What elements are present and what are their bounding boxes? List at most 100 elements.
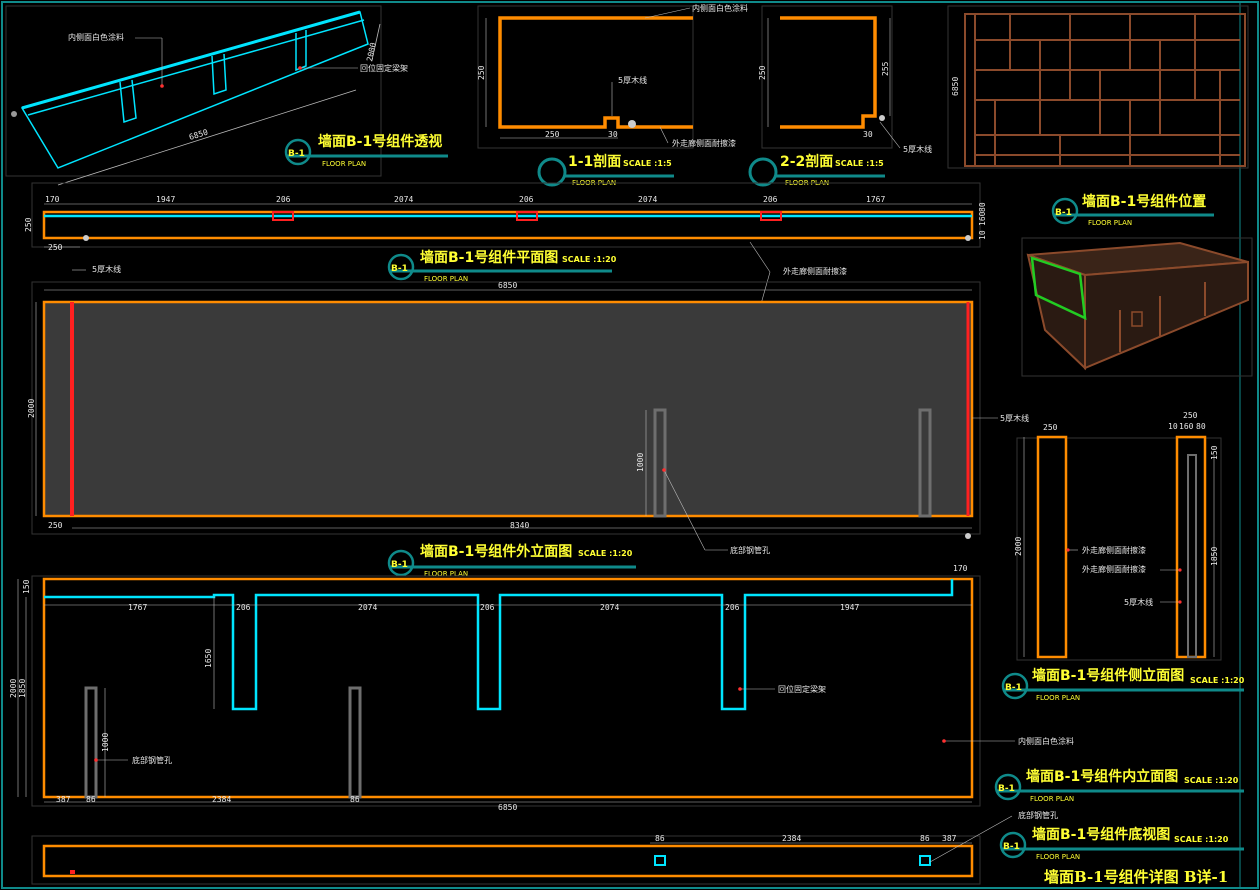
location-elevation xyxy=(947,5,1249,169)
dim-30-s1: 30 xyxy=(608,130,618,139)
title-side-elev xyxy=(1001,672,1244,700)
dim-206-inner-1: 206 xyxy=(236,603,251,612)
outer-elevation xyxy=(31,269,998,551)
floor-plan-perspective: FLOOR PLAN xyxy=(322,160,366,168)
note-wood-s2: 5厚木线 xyxy=(903,144,932,154)
dim-2074-top-2: 2074 xyxy=(638,195,657,204)
title-inner-elev-text: 墙面B-1号组件内立面图 xyxy=(1026,768,1178,785)
dim-250-outer: 250 xyxy=(48,521,63,530)
dim-1000-inner: 1000 xyxy=(101,733,110,752)
section-2-2 xyxy=(761,5,901,149)
dim-206-top-2: 206 xyxy=(519,195,534,204)
dim-86-inner-2: 86 xyxy=(350,795,360,804)
dim-2000-outer: 2000 xyxy=(27,399,36,418)
tag-side-elev: B-1 xyxy=(1005,683,1022,693)
dim-2074-top-1: 2074 xyxy=(394,195,413,204)
dim-80-side: 80 xyxy=(1196,422,1206,431)
tag-plan: B-1 xyxy=(391,264,408,274)
title-section-1-1 xyxy=(537,157,674,187)
note-fix-frame-1: 回位固定梁架 xyxy=(360,63,408,73)
title-outer-elev-text: 墙面B-1号组件外立面图 xyxy=(420,543,572,560)
dim-150-side: 150 xyxy=(1210,445,1219,460)
dim-2074-inner-1: 2074 xyxy=(358,603,377,612)
location-3d-box xyxy=(1021,237,1253,377)
dim-250-s2-v: 250 xyxy=(758,65,767,80)
note-inner-white-3: 内侧面白色涂料 xyxy=(1018,736,1074,746)
floor-plan-outer: FLOOR PLAN xyxy=(424,570,468,578)
dim-2384-bottom: 2384 xyxy=(782,834,801,843)
note-wood-s1: 5厚木线 xyxy=(618,75,647,85)
note-pipe-hole-3: 底部钢管孔 xyxy=(1018,810,1058,820)
note-fix-frame-2: 回位固定梁架 xyxy=(778,684,826,694)
note-inner-white-2: 内侧面白色涂料 xyxy=(692,3,748,13)
note-outer-paint-2: 外走廊侧面耐擦漆 xyxy=(1082,545,1146,555)
dim-80-top: 80 xyxy=(978,202,987,212)
dim-387-bottom: 387 xyxy=(942,834,957,843)
floor-plan-loc: FLOOR PLAN xyxy=(1088,219,1132,227)
title-section-1-1-text: 1-1剖面 xyxy=(568,153,621,170)
dim-2074-inner-2: 2074 xyxy=(600,603,619,612)
scale-outer-elev: SCALE :1:20 xyxy=(578,549,633,558)
dim-1000-outer: 1000 xyxy=(636,453,645,472)
title-plan xyxy=(387,253,612,281)
note-inner-white-1: 内侧面白色涂料 xyxy=(68,32,124,42)
side-elevation xyxy=(1016,435,1222,661)
dim-1947-inner: 1947 xyxy=(840,603,859,612)
note-outer-paint-1: 外走廊侧面耐擦漆 xyxy=(783,266,847,276)
dim-387-inner: 387 xyxy=(56,795,71,804)
scale-inner-elev: SCALE :1:20 xyxy=(1184,776,1239,785)
floor-plan-plan: FLOOR PLAN xyxy=(424,275,468,283)
tag-inner-elev: B-1 xyxy=(998,784,1015,794)
section-1-1 xyxy=(477,5,694,149)
dim-150-inner: 150 xyxy=(22,579,31,594)
dim-255-s2: 255 xyxy=(881,61,890,76)
title-bottom xyxy=(999,831,1244,859)
tag-perspective: B-1 xyxy=(288,149,305,159)
note-outer-paint-s1: 外走廊侧面耐擦漆 xyxy=(672,138,736,148)
dim-250-side-2: 250 xyxy=(1183,411,1198,420)
scale-section-2-2: SCALE :1:5 xyxy=(835,159,884,168)
dim-2000-side: 2000 xyxy=(1014,537,1023,556)
tag-bottom: B-1 xyxy=(1003,842,1020,852)
dim-86-bottom-1: 86 xyxy=(655,834,665,843)
title-section-2-2 xyxy=(748,157,885,187)
tag-outer-elev: B-1 xyxy=(391,560,408,570)
inner-elevation xyxy=(17,575,1015,807)
dim-206-inner-2: 206 xyxy=(480,603,495,612)
dim-30-s2: 30 xyxy=(863,130,873,139)
dim-10-top: 10 xyxy=(978,230,987,240)
dim-160-top: 160 xyxy=(978,211,987,226)
note-wood-side: 5厚木线 xyxy=(1124,597,1153,607)
plan-strip xyxy=(31,182,981,248)
dim-206-inner-3: 206 xyxy=(725,603,740,612)
title-location xyxy=(1051,197,1214,225)
dim-250-s1-h: 250 xyxy=(545,130,560,139)
bottom-view xyxy=(31,815,1013,885)
dim-6850-inner: 6850 xyxy=(498,803,517,812)
dim-1767-inner: 1767 xyxy=(128,603,147,612)
title-perspective-text: 墙面B-1号组件透视 xyxy=(318,133,442,150)
dim-206-top-3: 206 xyxy=(763,195,778,204)
dim-6850-outer: 6850 xyxy=(498,281,517,290)
dim-10-side: 10 xyxy=(1168,422,1178,431)
dim-250-top-v: 250 xyxy=(24,217,33,232)
title-bottom-text: 墙面B-1号组件底视图 xyxy=(1032,826,1170,843)
dim-170-inner: 170 xyxy=(953,564,968,573)
dim-250-s1-v: 250 xyxy=(477,65,486,80)
title-inner-elev xyxy=(994,773,1244,801)
floor-plan-side: FLOOR PLAN xyxy=(1036,694,1080,702)
title-perspective xyxy=(284,138,448,166)
dim-1767-top: 1767 xyxy=(866,195,885,204)
floor-plan-inner: FLOOR PLAN xyxy=(1030,795,1074,803)
dim-2384-inner: 2384 xyxy=(212,795,231,804)
note-pipe-hole-2: 底部钢管孔 xyxy=(132,755,172,765)
title-outer-elev xyxy=(387,549,636,577)
title-plan-text: 墙面B-1号组件平面图 xyxy=(420,249,558,266)
note-pipe-hole-1: 底部钢管孔 xyxy=(730,545,770,555)
dim-86-inner-1: 86 xyxy=(86,795,96,804)
dim-170-top: 170 xyxy=(45,195,60,204)
tag-location: B-1 xyxy=(1055,208,1072,218)
dim-6850-loc: 6850 xyxy=(951,77,960,96)
